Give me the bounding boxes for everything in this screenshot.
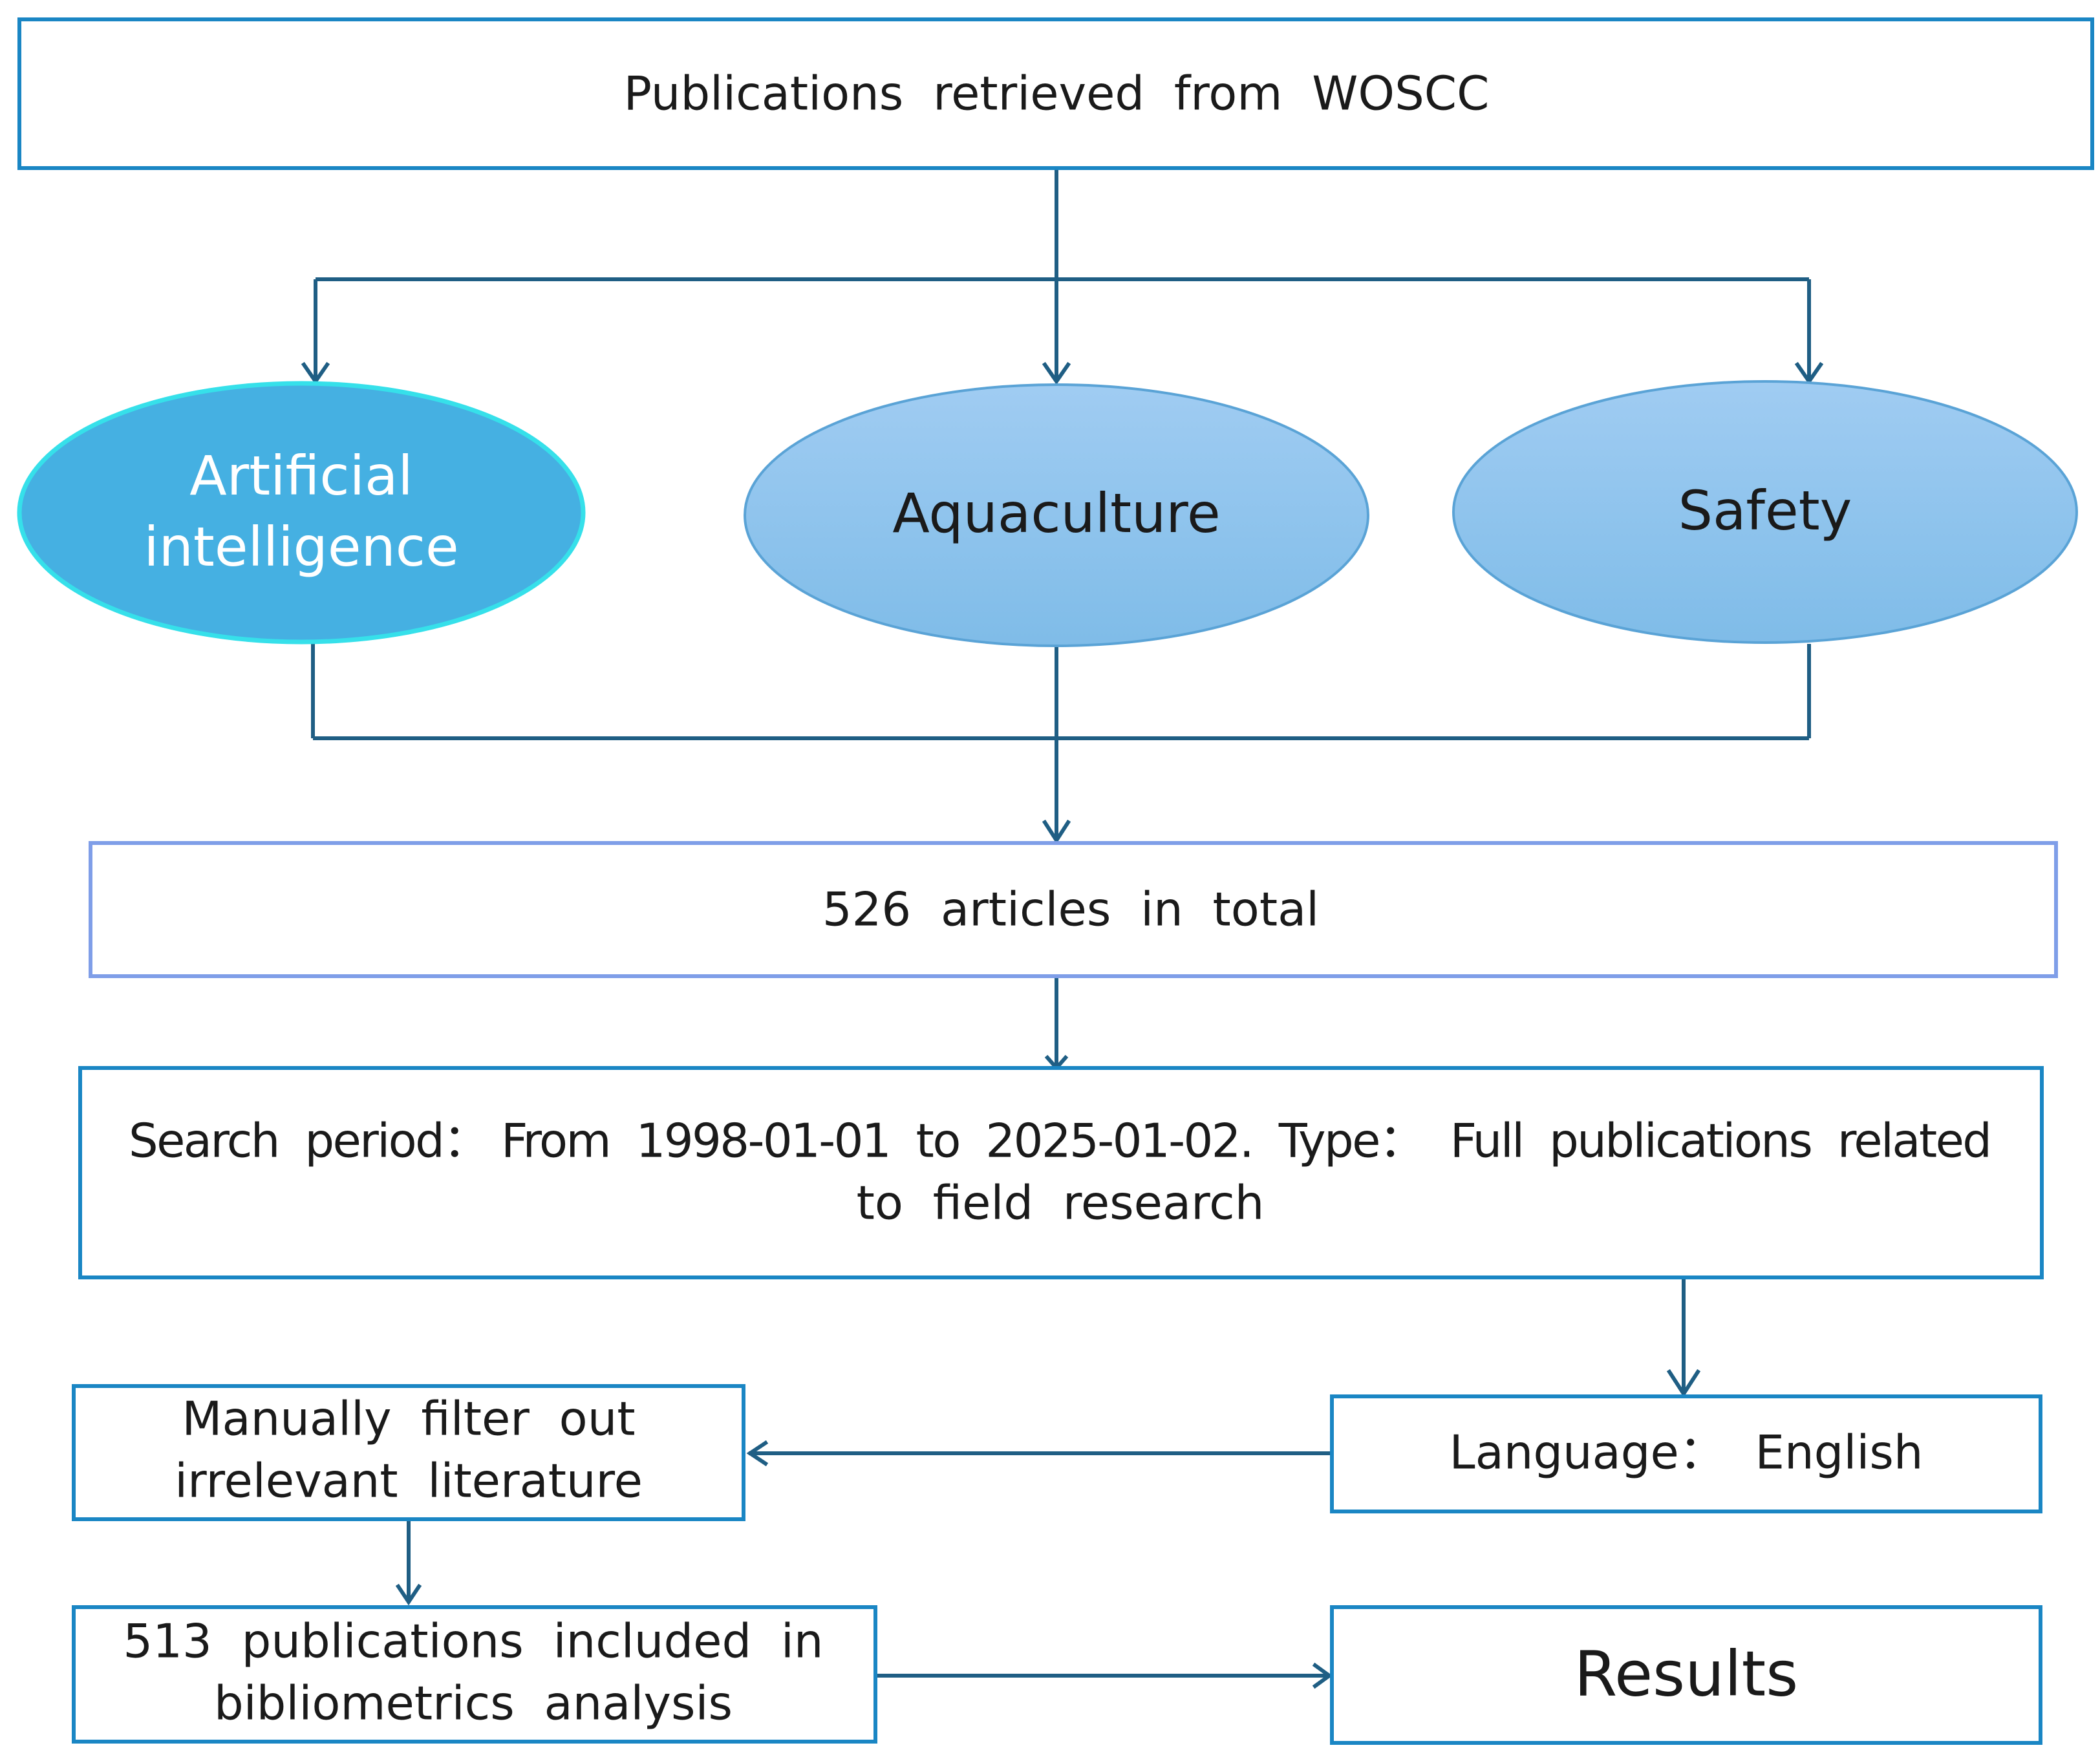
filter-box [72,1384,745,1521]
total-box [89,841,2058,978]
topic-safety-node: Safety [1452,380,2078,644]
source-node: Publications retrieved from WOSCC [17,17,2094,170]
arrowhead-icon [1312,1662,1333,1689]
topic-aquaculture-label: Aquaculture [892,482,1220,545]
results-node: Results [1330,1605,2042,1745]
arrowhead-icon [1666,1369,1701,1398]
arrowhead-icon [1042,361,1071,385]
included-line2: bibliometrics analysis [214,1676,733,1731]
results-box [1330,1605,2042,1745]
included-node: 513 publications included in bibliometri… [72,1605,877,1744]
total-label: 526 articles in total [822,882,1319,937]
topic-ai-ellipse [17,381,586,645]
arrowhead-icon [1042,819,1071,844]
criteria-node: Search period： From 1998-01-01 to 2025-0… [78,1066,2044,1279]
source-box [17,17,2094,170]
language-box [1330,1394,2042,1513]
topic-ai-node: Artificial intelligence [17,381,586,645]
connectors [311,169,1811,1678]
topic-safety-ellipse [1452,380,2078,644]
filter-line1: Manually filter out [182,1392,635,1446]
total-node: 526 articles in total [89,841,2058,978]
topic-ai-label-line1: Artificial [189,444,413,507]
language-label: Language： English [1449,1425,1923,1480]
topic-aquaculture-node: Aquaculture [744,383,1369,647]
topic-safety-label: Safety [1678,479,1852,542]
language-node: Language： English [1330,1394,2042,1513]
filter-line2: irrelevant literature [175,1454,643,1508]
criteria-box [78,1066,2044,1279]
topic-aquaculture-ellipse [744,383,1369,647]
criteria-line1: Search period： From 1998-01-01 to 2025-0… [129,1114,1992,1168]
criteria-line2: to field research [857,1176,1265,1230]
source-label: Publications retrieved from WOSCC [624,67,1490,121]
arrowhead-icon [395,1583,422,1606]
included-box [72,1605,877,1744]
arrowhead-icon [746,1440,769,1467]
results-label: Results [1574,1638,1799,1710]
topic-ai-label-line2: intelligence [144,515,458,579]
filter-node: Manually filter out irrelevant literatur… [72,1384,745,1521]
included-line1: 513 publications included in [123,1614,823,1669]
